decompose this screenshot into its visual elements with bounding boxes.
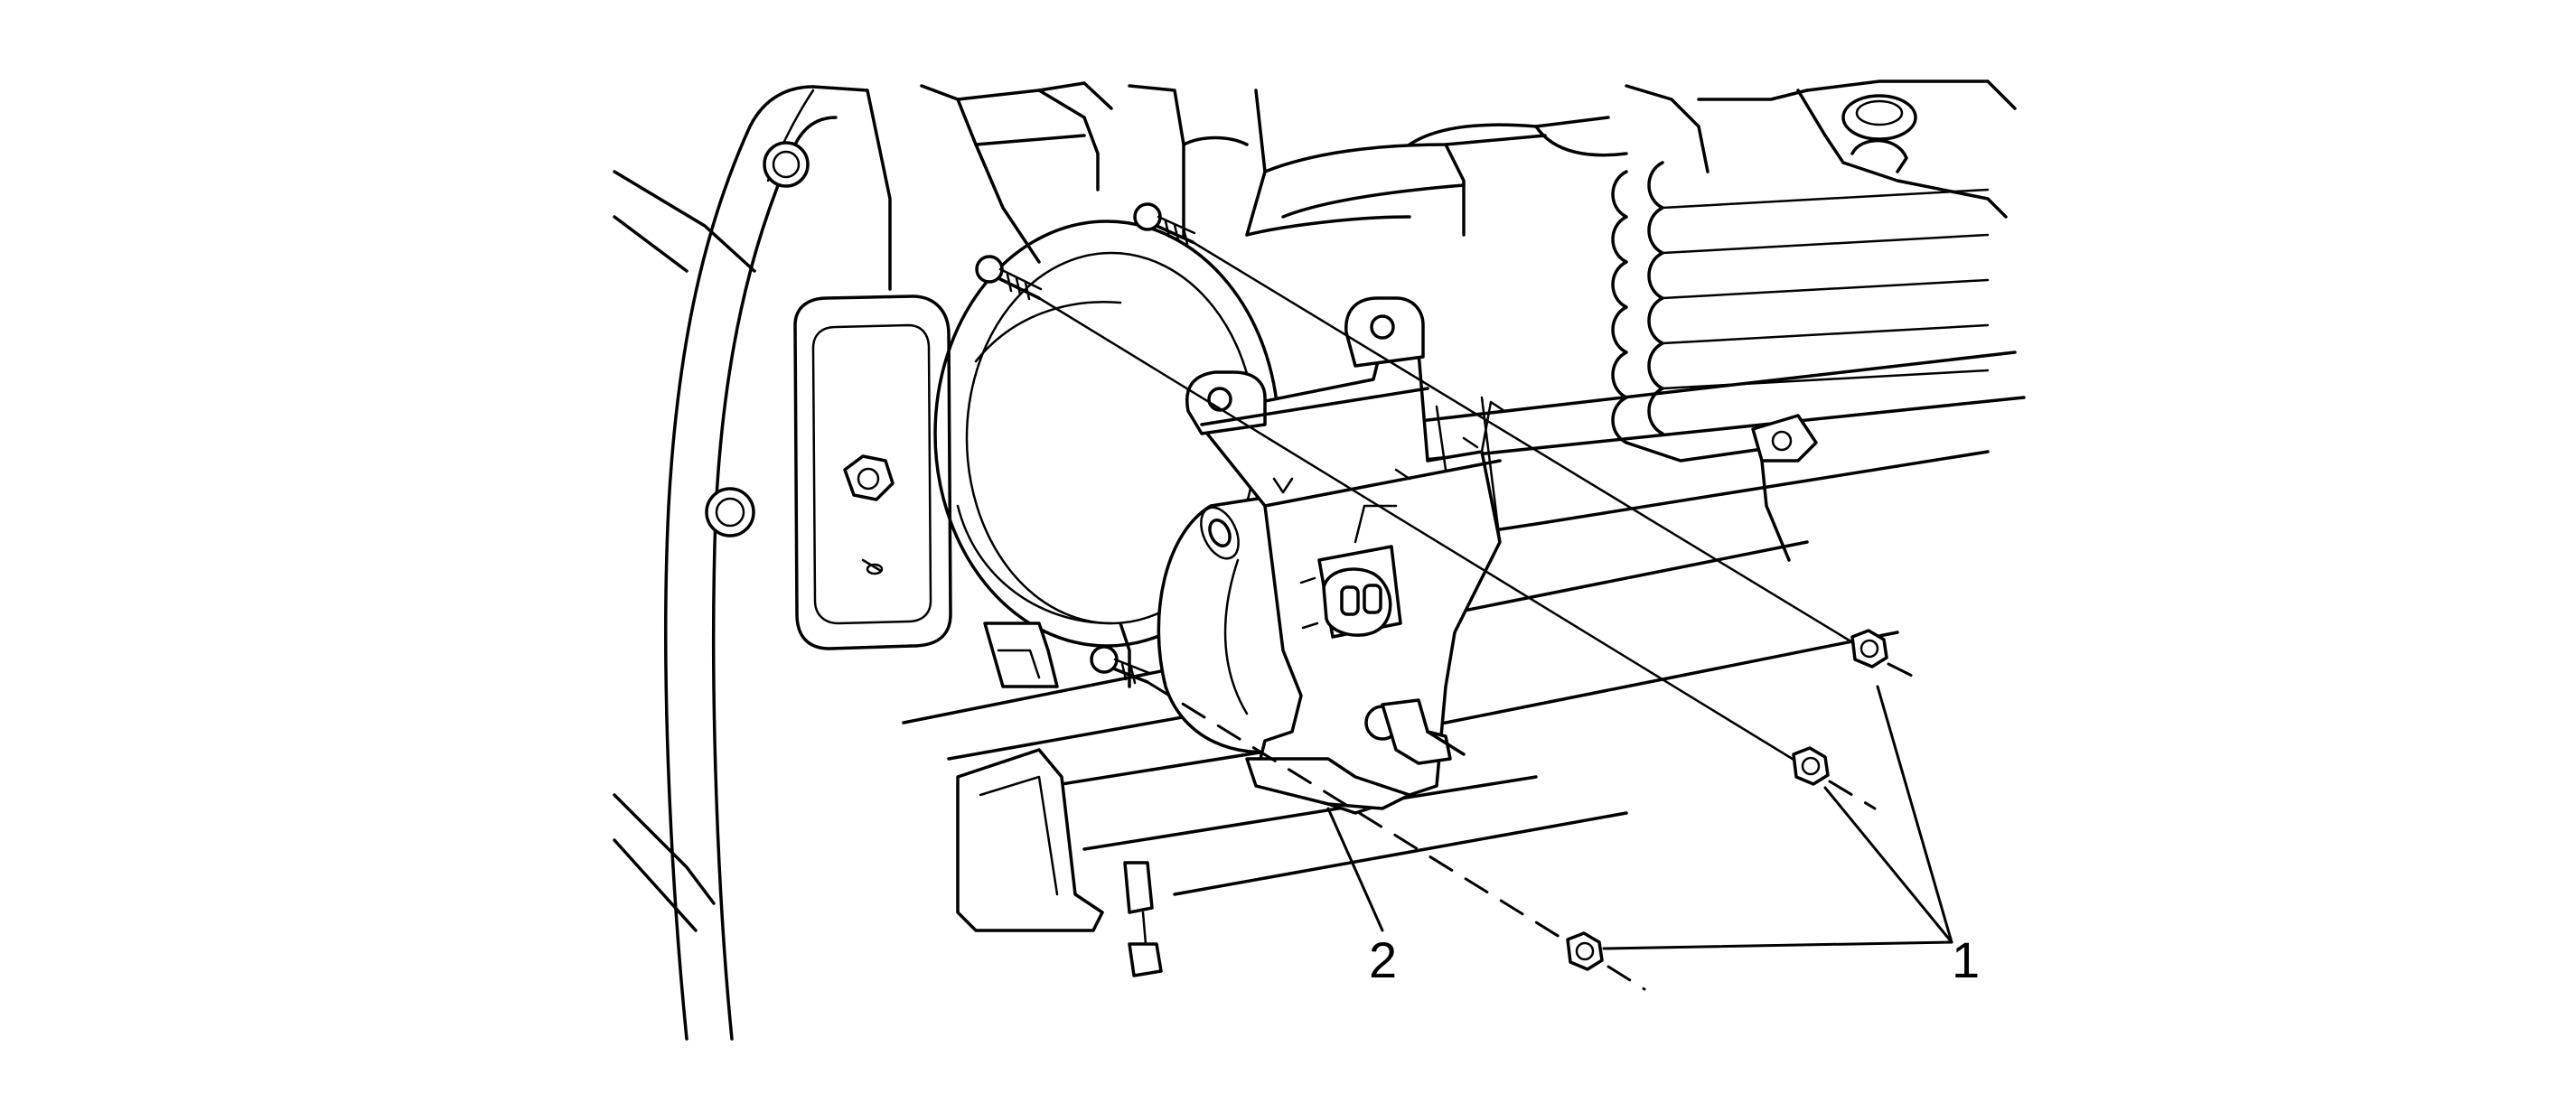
frame-grommet-lower [705,487,755,537]
inner-housing-panel [793,294,952,650]
alignment-lines [1037,240,1926,991]
frame-grommet-upper [763,141,810,188]
nut-upper [1850,629,1888,668]
top-right-boss [1841,94,1917,173]
callout-label-2: 2 [1369,931,1397,988]
stud-lower [1090,645,1151,685]
callout-1-leaders [1602,685,1953,950]
nut-lower [1566,931,1604,971]
stud-upper-left [975,255,1043,301]
radiator-support [1245,79,2017,237]
corrugated-hose [1611,161,1990,463]
hose-clip [1751,414,1818,562]
callout-label-1: 1 [1952,931,1980,988]
lower-fascia-lines [902,351,2026,896]
fog-lamp-assembly [1157,296,1506,815]
lower-mount-bracket [956,748,1163,977]
callout-2-leader [1326,807,1384,932]
stud-upper-right [1133,202,1196,246]
upper-duct [920,81,1267,264]
nut-middle [1792,746,1830,786]
